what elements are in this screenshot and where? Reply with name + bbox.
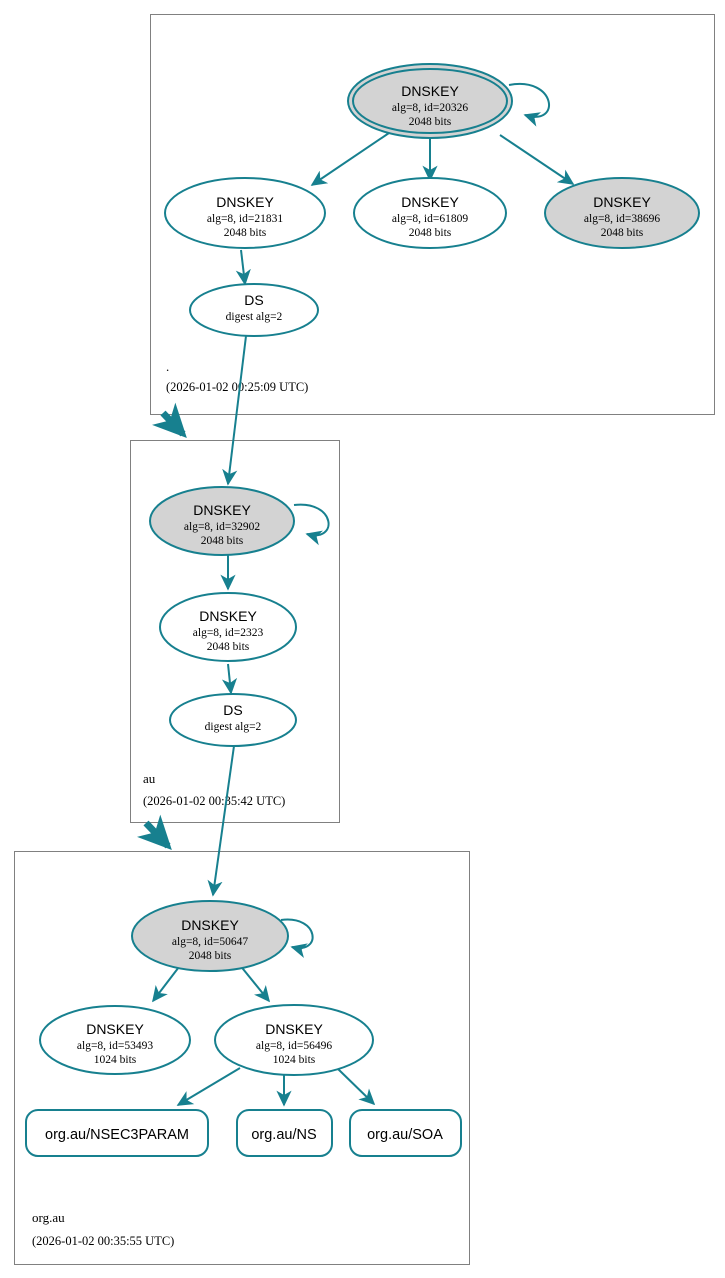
node-dnskey-50647[interactable]: DNSKEY alg=8, id=50647 2048 bits [131,900,289,972]
edge-sign-56496-to-nsec3param [176,1067,241,1106]
node-size: 2048 bits [224,227,267,239]
node-size: 2048 bits [207,641,250,653]
node-detail: digest alg=2 [226,311,283,323]
edge-sign-56496-to-soa [336,1067,376,1106]
edge-sign-orgau-ksk-to-53493 [152,962,183,1003]
node-title: DNSKEY [593,194,651,210]
node-size: 2048 bits [189,950,232,962]
node-title: DS [244,292,263,308]
rrset-label: org.au/SOA [367,1127,443,1143]
node-size: 1024 bits [94,1054,137,1066]
node-title: DNSKEY [401,194,459,210]
node-title: DNSKEY [401,83,459,99]
node-detail: alg=8, id=61809 [392,213,468,225]
edge-self-sign-au-ksk [293,503,330,546]
node-detail: alg=8, id=50647 [172,936,248,948]
rrset-ns[interactable]: org.au/NS [236,1109,333,1157]
rrset-soa[interactable]: org.au/SOA [349,1109,462,1157]
zone-timestamp-org-au: (2026-01-02 00:35:55 UTC) [32,1234,174,1248]
node-size: 2048 bits [409,227,452,239]
node-dnskey-21831[interactable]: DNSKEY alg=8, id=21831 2048 bits [164,177,326,249]
node-detail: alg=8, id=56496 [256,1040,332,1052]
edge-group-root [235,82,575,286]
edge-self-sign-orgau-ksk [280,918,314,959]
node-detail: alg=8, id=21831 [207,213,283,225]
node-title: DNSKEY [181,917,239,933]
edge-sign-au-2323-to-ds [221,663,238,695]
node-title: DNSKEY [86,1021,144,1037]
edge-ds-to-au-ksk [222,335,247,486]
edge-sign-orgau-ksk-to-56496 [238,963,271,1003]
zone-timestamp-au: (2026-01-02 00:35:42 UTC) [143,794,285,808]
node-detail: alg=8, id=32902 [184,521,260,533]
edge-self-sign-root-ksk [508,82,550,127]
node-size: 2048 bits [409,116,452,128]
node-dnskey-56496[interactable]: DNSKEY alg=8, id=56496 1024 bits [214,1004,374,1076]
node-dnskey-20326[interactable]: DNSKEY alg=8, id=20326 2048 bits [347,63,513,139]
zone-label-root: . [166,359,169,374]
rrset-label: org.au/NS [251,1127,316,1143]
node-detail: digest alg=2 [205,721,262,733]
node-detail: alg=8, id=2323 [193,627,264,639]
edge-delegation-root-to-au [152,402,187,439]
node-dnskey-2323[interactable]: DNSKEY alg=8, id=2323 2048 bits [159,592,297,662]
node-title: DNSKEY [265,1021,323,1037]
node-size: 1024 bits [273,1054,316,1066]
edge-group-orgau [152,918,376,1107]
node-title: DS [223,702,242,718]
node-title: DNSKEY [199,608,257,624]
edge-sign-root-ksk-to-38696 [499,134,575,185]
node-size: 2048 bits [601,227,644,239]
edge-ds-to-orgau-ksk [207,745,235,897]
node-detail: alg=8, id=38696 [584,213,660,225]
zone-label-au: au [143,771,156,786]
node-detail: alg=8, id=53493 [77,1040,153,1052]
node-dnskey-32902[interactable]: DNSKEY alg=8, id=32902 2048 bits [149,486,295,556]
rrset-label: org.au/NSEC3PARAM [45,1127,189,1143]
edge-sign-21831-to-ds [235,249,251,286]
edge-group-au [220,503,330,695]
edge-delegation-au-to-orgau [137,814,172,851]
node-ds-orgau[interactable]: DS digest alg=2 [169,693,297,747]
node-dnskey-53493[interactable]: DNSKEY alg=8, id=53493 1024 bits [39,1005,191,1075]
node-title: DNSKEY [216,194,274,210]
rrset-nsec3param[interactable]: org.au/NSEC3PARAM [25,1109,209,1157]
node-size: 2048 bits [201,535,244,547]
node-ds-au[interactable]: DS digest alg=2 [189,283,319,337]
node-dnskey-38696[interactable]: DNSKEY alg=8, id=38696 2048 bits [544,177,700,249]
edge-sign-root-ksk-to-21831 [310,132,390,186]
node-dnskey-61809[interactable]: DNSKEY alg=8, id=61809 2048 bits [353,177,507,249]
zone-label-org-au: org.au [32,1210,65,1225]
node-detail: alg=8, id=20326 [392,102,468,114]
node-title: DNSKEY [193,502,251,518]
zone-timestamp-root: (2026-01-02 00:25:09 UTC) [166,380,308,394]
